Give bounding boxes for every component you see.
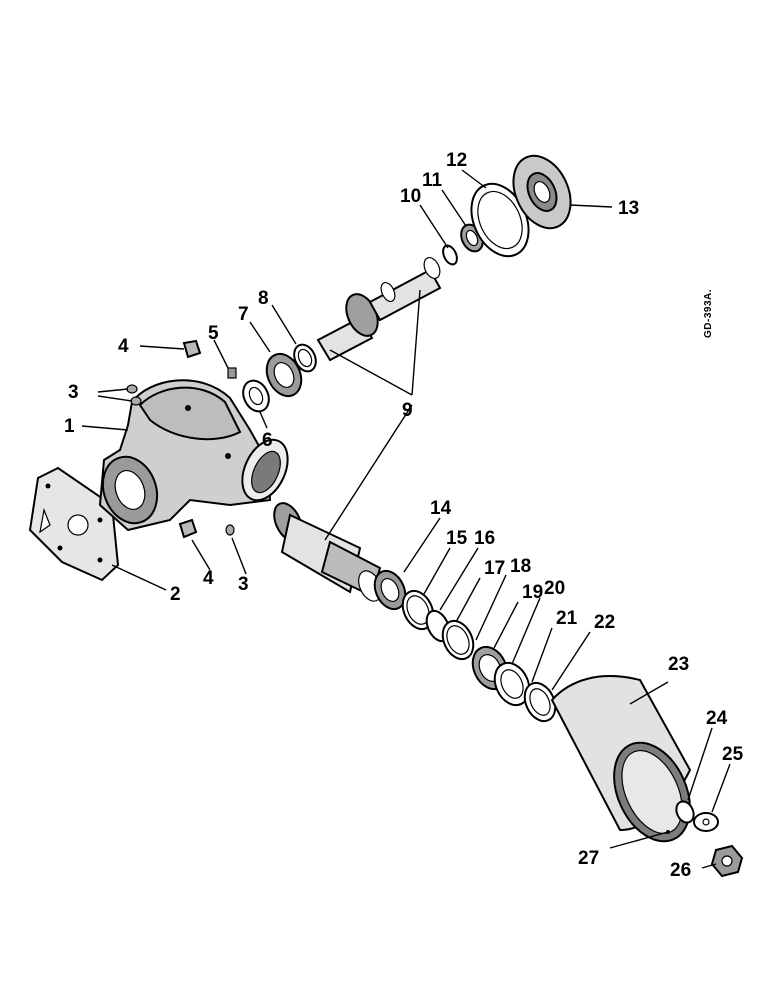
label-4: 4 [203,568,214,589]
lower-shaft [273,502,382,602]
label-21: 21 [556,608,578,629]
label-23: 23 [668,654,689,675]
label-18: 18 [510,556,531,577]
label-7: 7 [238,304,249,325]
leader-lines [81,169,731,869]
upper-bearings [242,343,317,413]
label-22: 22 [594,612,615,633]
drum [550,675,692,843]
label-17: 17 [484,558,505,579]
label-9: 9 [402,400,413,421]
label-3: 3 [238,574,249,595]
label-6: 6 [262,430,273,451]
lower-bearings-seals [373,569,557,723]
label-25: 25 [722,744,744,765]
label-15: 15 [446,528,468,549]
label-11: 11 [422,170,443,191]
label-12: 12 [446,150,467,171]
label-26: 26 [670,860,691,881]
label-16: 16 [474,528,495,549]
label-14: 14 [430,498,452,519]
part-labels: 1 2 3 3 4 4 5 6 7 8 9 10 11 12 13 14 15 … [64,150,744,881]
label-4: 4 [118,336,129,357]
upper-shaft [316,257,442,362]
drum-fasteners [666,800,744,878]
label-5: 5 [208,323,219,344]
label-27: 27 [578,848,599,869]
label-19: 19 [522,582,543,603]
label-10: 10 [400,186,421,207]
label-20: 20 [544,578,565,599]
label-1: 1 [64,416,75,437]
label-2: 2 [170,584,181,605]
reference-code: GD-393A. [703,289,714,338]
label-8: 8 [258,288,269,309]
label-13: 13 [618,198,639,219]
label-24: 24 [706,708,728,729]
mounting-plate [28,466,120,582]
label-3: 3 [68,382,79,403]
gearbox-housing [98,379,289,532]
small-hardware [126,339,237,539]
